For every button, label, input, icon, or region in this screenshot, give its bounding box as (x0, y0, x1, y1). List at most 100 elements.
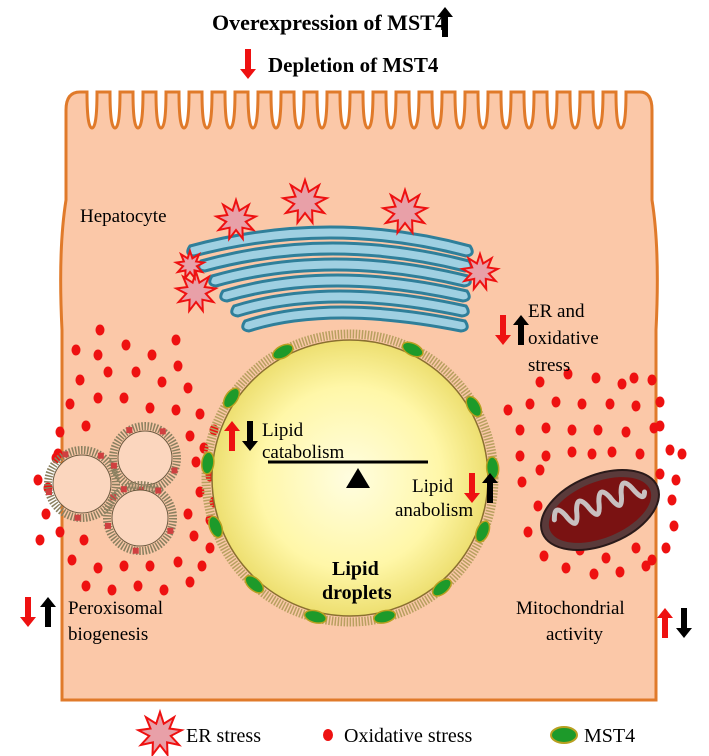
oxidative-stress-dot (93, 349, 103, 361)
er-stress-star (380, 186, 430, 236)
er-stress-label-2: oxidative (528, 328, 599, 349)
oxidative-stress-dot (189, 530, 199, 542)
oxidative-stress-dot (587, 448, 597, 460)
up-arrow-icon (224, 421, 240, 451)
er-stress-star (213, 196, 259, 242)
mst4-marker (244, 574, 265, 594)
down-arrow-icon (240, 49, 256, 79)
oxidative-stress-dot (147, 349, 157, 361)
peroxisome-membrane (109, 422, 181, 494)
oxidative-stress-dot (539, 550, 549, 562)
up-arrow-icon (657, 608, 673, 638)
up-arrow-icon (513, 315, 529, 345)
oxidative-stress-dot (185, 430, 195, 442)
oxidative-stress-dot (183, 382, 193, 394)
mitochondrion (540, 469, 660, 551)
down-arrow-icon (495, 315, 511, 345)
peroxisome-marker (159, 428, 166, 435)
oxidative-stress-dot (525, 398, 535, 410)
er-stress-star (280, 176, 330, 226)
oxidative-stress-dot (183, 508, 193, 520)
oxidative-stress-dot (81, 580, 91, 592)
peroxisome-marker (126, 427, 133, 434)
oxidative-stress-dot (567, 446, 577, 458)
oxidative-stress-dot (157, 376, 167, 388)
mst4-marker (465, 395, 483, 418)
mst4-marker (222, 387, 241, 409)
oxidative-stress-dot (615, 566, 625, 578)
oxidative-stress-dot (607, 446, 617, 458)
up-arrow-icon (482, 473, 498, 503)
oxidative-stress-dot (677, 448, 687, 460)
mst4-marker (303, 609, 327, 624)
er-stress-star (173, 268, 219, 314)
mst4-markers (200, 341, 500, 624)
oxidative-stress-dot (93, 392, 103, 404)
up-arrow-icon (437, 7, 453, 37)
mst4-marker (431, 578, 452, 597)
oxidative-stress-dot (185, 576, 195, 588)
mst4-legend-icon (550, 726, 578, 744)
er-stress-label-1: ER and (528, 301, 585, 322)
oxidative-stress-dot (523, 526, 533, 538)
oxidative-stress-dot (563, 368, 573, 380)
oxidative-stress-dot (647, 554, 657, 566)
balance-scale (268, 460, 428, 488)
oxidative-stress-dot (195, 408, 205, 420)
oxidative-stress-dot (655, 420, 665, 432)
oxidative-stress-dot (631, 400, 641, 412)
oxidative-stress-dot (631, 542, 641, 554)
legend-mst4: MST4 (584, 725, 635, 747)
overexpression-title: Overexpression of MST4 (212, 10, 446, 35)
er-cisterna (186, 225, 474, 258)
peroxisome-interior (111, 489, 169, 547)
er-stress-star (459, 250, 501, 292)
oxidative-stress-dot (561, 562, 571, 574)
oxidative-stress-dots (33, 324, 687, 596)
peroxisome-marker (171, 467, 178, 474)
oxidative-stress-dot (173, 556, 183, 568)
lipid-droplets-label-2: droplets (322, 582, 392, 604)
lipid-anabolism-label-1: Lipid (412, 476, 454, 497)
oxidative-stress-dot (593, 424, 603, 436)
peroxisome-marker (167, 527, 174, 534)
oxidative-stress-dot (197, 560, 207, 572)
legend: ER stress Oxidative stress MST4 (135, 708, 635, 756)
oxidative-stress-dot (515, 424, 525, 436)
oxidative-stress-dot (41, 508, 51, 520)
peroxisome-marker (120, 486, 127, 493)
oxidative-stress-dot (551, 396, 561, 408)
peroxisome-interior (52, 454, 112, 514)
peroxisome-marker (74, 514, 81, 521)
er-stress-markers (172, 176, 501, 314)
oxidative-stress-dot (107, 584, 117, 596)
oxidative-stress-dot (71, 344, 81, 356)
er-cisterna (241, 305, 469, 333)
oxidative-stress-dot (145, 560, 155, 572)
oxidative-stress-dot (119, 560, 129, 572)
oxidative-stress-dot (75, 374, 85, 386)
er-cisterna (208, 257, 472, 288)
mst4-marker (373, 609, 397, 624)
peroxisome-interior (117, 430, 173, 486)
oxidative-stress-dot (145, 402, 155, 414)
oxidative-stress-dot (647, 374, 657, 386)
oxidative-stress-dot (103, 366, 113, 378)
oxidative-stress-dot (517, 476, 527, 488)
oxidative-stress-dot (541, 450, 551, 462)
legend-oxidative-stress: Oxidative stress (344, 725, 473, 747)
peroxisome-marker (132, 547, 139, 554)
lipid-catabolism-label-2: catabolism (262, 442, 345, 463)
oxidative-stress-dot (119, 392, 129, 404)
oxidative-stress-dot (533, 500, 543, 512)
peroxisome-marker (62, 451, 69, 458)
lipid-droplets-label-1: Lipid (332, 558, 379, 580)
lipid-catabolism-label-1: Lipid (262, 420, 304, 441)
hepatocyte-label: Hepatocyte (80, 206, 167, 227)
peroxisome-marker (97, 452, 104, 459)
oxidative-stress-dot (669, 520, 679, 532)
peroxisome-marker (110, 494, 117, 501)
oxidative-stress-dot (605, 398, 615, 410)
oxidative-stress-dot (601, 552, 611, 564)
oxidative-stress-dot (171, 334, 181, 346)
